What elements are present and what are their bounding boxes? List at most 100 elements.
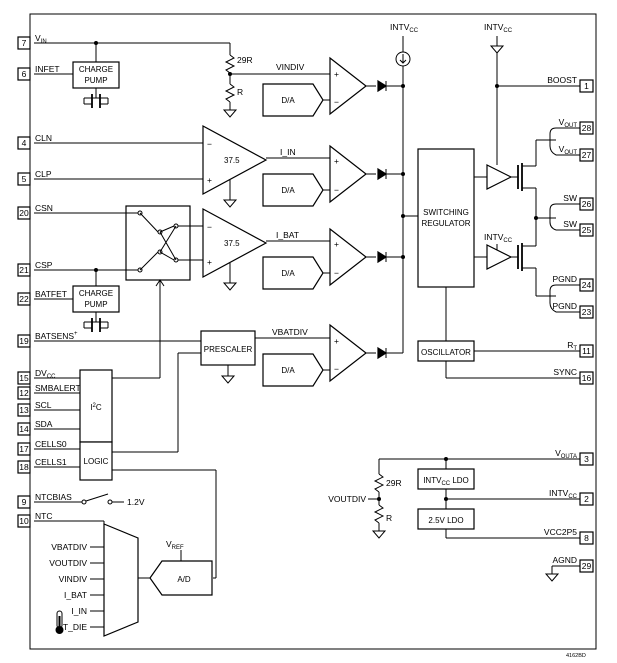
- mux-input-label: T_DIE: [63, 622, 87, 632]
- comp4-plus: +: [334, 336, 339, 346]
- pin-number: 19: [19, 336, 29, 346]
- amp1-plus: +: [207, 175, 212, 185]
- prescaler-label: PRESCALER: [204, 345, 253, 354]
- switching-regulator-label2: REGULATOR: [421, 219, 470, 228]
- pin-label: NTCBIAS: [35, 492, 72, 502]
- pin-number: 9: [22, 497, 27, 507]
- amp1-minus: −: [207, 139, 212, 149]
- pin-number: 10: [19, 516, 29, 526]
- amp2-minus: −: [207, 222, 212, 232]
- pin-3: 3 VOUTA: [555, 448, 594, 466]
- pin-number: 23: [582, 307, 592, 317]
- chip-outline: [29, 13, 597, 650]
- pin-box: [17, 36, 31, 50]
- mux-input-label: I_IN: [71, 606, 87, 616]
- thermometer-icon: [55, 610, 64, 634]
- pin-label: CELLS0: [35, 439, 67, 449]
- switching-regulator-label1: SWITCHING: [423, 208, 469, 217]
- pin-label: VOUT: [559, 144, 578, 156]
- charge-pump-top-label2: PUMP: [84, 76, 107, 85]
- switch-matrix: [125, 205, 191, 281]
- intvcc-ldo-label: INTVCC LDO: [423, 476, 469, 487]
- pin-box: [17, 386, 31, 400]
- pin-label: CLP: [35, 169, 52, 179]
- pin-label: AGND: [552, 555, 577, 565]
- pin-label: SYNC: [553, 367, 577, 377]
- pin-number: 25: [582, 225, 592, 235]
- pin-label: BATSENS+: [35, 331, 78, 341]
- pin-label: CLN: [35, 133, 52, 143]
- pin-label: VOUTA: [555, 448, 577, 460]
- i2c-label: I2C: [90, 403, 102, 412]
- pin-15: 15 DVCC: [17, 368, 56, 385]
- pin-label: SW: [563, 219, 577, 229]
- i-bat-label: I_BAT: [276, 230, 299, 240]
- pin-label: CSN: [35, 203, 53, 213]
- pin-number: 26: [582, 199, 592, 209]
- mux-input-label: I_BAT: [64, 590, 87, 600]
- vbatdiv-label: VBATDIV: [272, 327, 308, 337]
- intvcc-top1-label: INTVCC: [390, 22, 419, 34]
- comp1-plus: +: [334, 69, 339, 79]
- da-4-label: D/A: [281, 366, 295, 375]
- pin-number: 21: [19, 265, 29, 275]
- logic-label: LOGIC: [84, 457, 109, 466]
- pin-number: 3: [584, 454, 589, 464]
- pin-number: 18: [19, 462, 29, 472]
- da-1-label: D/A: [281, 96, 295, 105]
- amp2-gain: 37.5: [224, 239, 240, 248]
- amp1-gain: 37.5: [224, 156, 240, 165]
- comp1-minus: −: [334, 97, 339, 107]
- pin-box: [17, 460, 31, 474]
- pin-number: 15: [19, 373, 29, 383]
- r-top-label: R: [237, 87, 243, 97]
- comp3-minus: −: [334, 268, 339, 278]
- charge-pump-bottom-label1: CHARGE: [79, 289, 113, 298]
- pin-9: 9 NTCBIAS: [17, 492, 72, 509]
- r29-bottom-label: 29R: [386, 478, 402, 488]
- pin-number: 8: [584, 533, 589, 543]
- amp2-plus: +: [207, 257, 212, 267]
- pin-label: BOOST: [547, 75, 577, 85]
- pin-number: 24: [582, 280, 592, 290]
- pin-number: 12: [19, 388, 29, 398]
- pin-box: [17, 136, 31, 150]
- pin-label: PGND: [552, 274, 577, 284]
- charge-pump-top-label1: CHARGE: [79, 65, 113, 74]
- pin-4: 4 CLN: [17, 133, 52, 150]
- pin-number: 4: [22, 138, 27, 148]
- intvcc-top2-label: INTVCC: [484, 22, 513, 34]
- i-in-label: I_IN: [280, 147, 296, 157]
- voutdiv-label: VOUTDIV: [328, 494, 366, 504]
- pin-12: 12 SMBALERT: [17, 383, 81, 400]
- comp2-plus: +: [334, 156, 339, 166]
- ntcbias-voltage: 1.2V: [127, 497, 145, 507]
- pin-label: SMBALERT: [35, 383, 81, 393]
- pin-label: VCC2P5: [544, 527, 577, 537]
- da-3-label: D/A: [281, 269, 295, 278]
- pin-box: [17, 67, 31, 81]
- pin-number: 13: [19, 405, 29, 415]
- pin-label: DVCC: [35, 368, 56, 380]
- pin-number: 17: [19, 444, 29, 454]
- pin-box: [17, 172, 31, 186]
- ldo-25-label: 2.5V LDO: [428, 516, 463, 525]
- vref-label: VREF: [166, 539, 184, 551]
- pin-number: 14: [19, 424, 29, 434]
- pin-number: 2: [584, 494, 589, 504]
- pin-label: RT: [567, 340, 577, 352]
- comp2-minus: −: [334, 185, 339, 195]
- pin-box: [17, 403, 31, 417]
